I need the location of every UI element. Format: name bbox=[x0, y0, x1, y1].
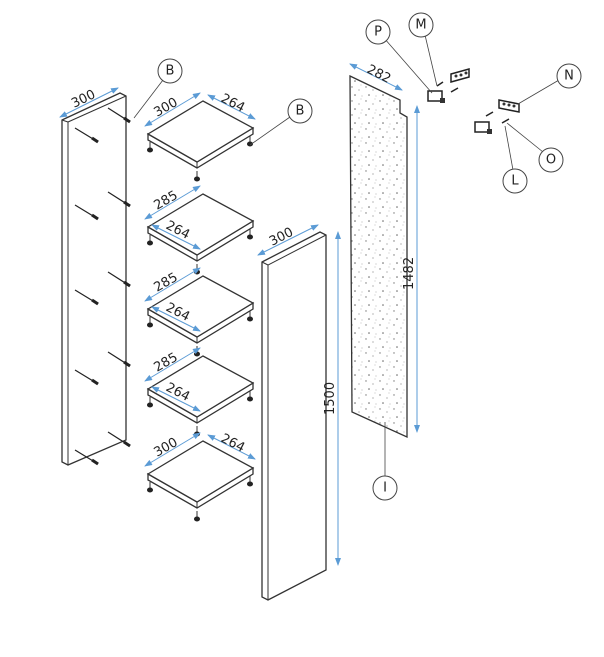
shelf-width-arrow bbox=[151, 306, 201, 332]
shelf-support bbox=[247, 481, 253, 487]
connector-lower bbox=[474, 99, 520, 134]
shelf-support bbox=[147, 147, 153, 153]
shelf-support bbox=[194, 176, 200, 182]
shelf-width-arrow bbox=[151, 386, 201, 412]
shelf-support bbox=[247, 141, 253, 147]
part-label-m: M bbox=[415, 18, 426, 33]
shelf-depth-arrow bbox=[144, 185, 201, 220]
part-label-o: O bbox=[546, 153, 556, 168]
shelf-support bbox=[194, 351, 200, 357]
shelf-support bbox=[147, 322, 153, 328]
back-panel-height-dim: 1482 bbox=[402, 257, 417, 290]
part-label-b-panel-circle bbox=[157, 58, 183, 84]
shelf-width-arrow bbox=[207, 94, 256, 120]
part-label-p: P bbox=[374, 25, 382, 40]
shelf-depth-arrow bbox=[144, 267, 201, 302]
shelf-width-arrow bbox=[207, 434, 256, 460]
hinge-hardware: P M N O L bbox=[365, 12, 582, 194]
shelf-support bbox=[147, 487, 153, 493]
shelf-support bbox=[247, 234, 253, 240]
part-label-b-shelf-circle bbox=[287, 98, 313, 124]
shelf-depth-arrow bbox=[144, 432, 201, 467]
shelf-support bbox=[194, 516, 200, 522]
part-label-i-circle bbox=[372, 475, 398, 501]
shelf-support bbox=[247, 396, 253, 402]
left-side-panel: 300 B bbox=[59, 58, 183, 466]
right-side-panel: 300 1500 bbox=[257, 224, 341, 601]
back-panel: 282 1482 I bbox=[349, 62, 420, 501]
dowels bbox=[74, 107, 131, 466]
right-panel-height-dim: 1500 bbox=[323, 382, 338, 415]
shelf-depth-arrow bbox=[144, 92, 201, 127]
part-label-i: I bbox=[383, 481, 387, 496]
part-label-l: L bbox=[511, 174, 519, 189]
right-panel-width-dim: 300 bbox=[267, 225, 296, 250]
part-label-b-panel: B bbox=[166, 64, 175, 79]
connector-upper bbox=[427, 68, 470, 103]
shelf-width-arrow bbox=[151, 224, 201, 250]
shelf-support bbox=[247, 316, 253, 322]
shelf-support bbox=[147, 240, 153, 246]
part-label-n: N bbox=[564, 69, 574, 84]
part-label-b-shelf: B bbox=[296, 104, 305, 119]
shelf-support bbox=[147, 402, 153, 408]
shelf-depth-arrow bbox=[144, 347, 201, 382]
